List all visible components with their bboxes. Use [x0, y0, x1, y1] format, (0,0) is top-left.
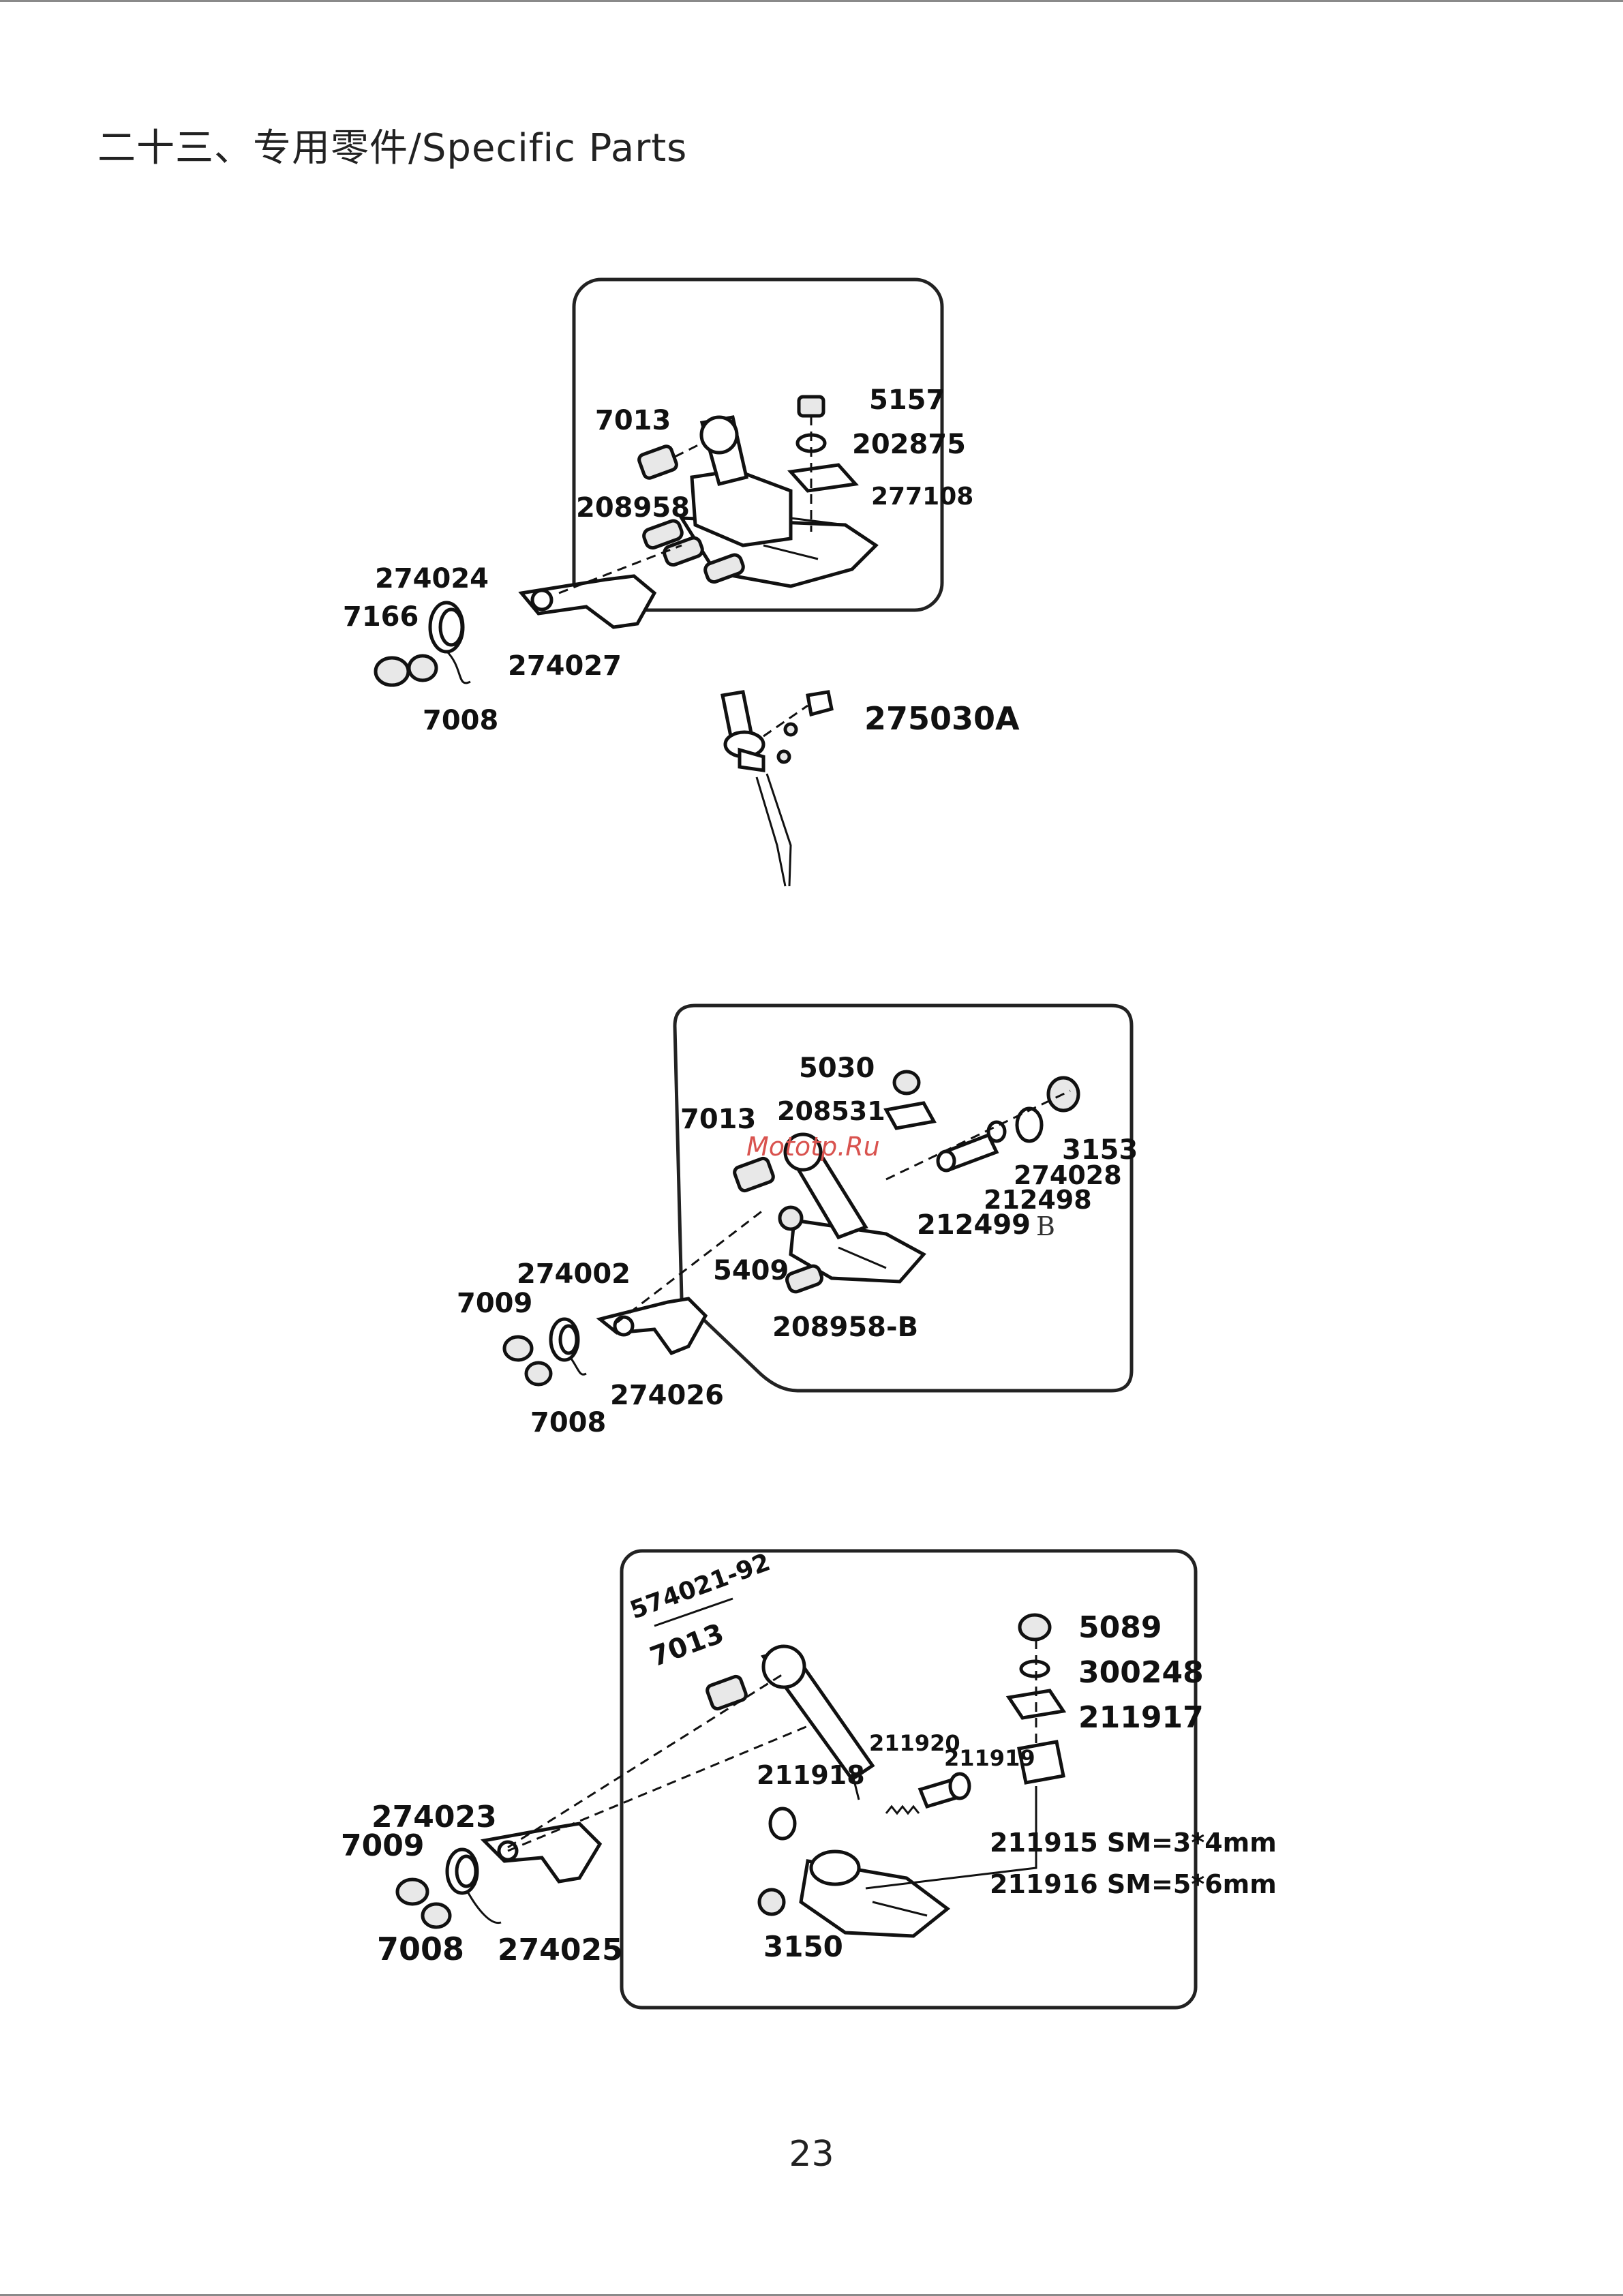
label-7008-a: 7008 [423, 705, 498, 736]
spring-274002 [551, 1319, 586, 1374]
label-7013-c: 7013 [646, 1618, 728, 1673]
nut-3150 [759, 1890, 784, 1914]
label-208958-B: 208958-B [772, 1312, 918, 1343]
screw-7013-a [637, 443, 702, 479]
diagram-3: 574021-92 7013 5089 300248 211917 211920… [341, 1548, 1277, 2008]
label-5089: 5089 [1078, 1610, 1162, 1645]
label-274026: 274026 [610, 1380, 724, 1411]
diagram-2: 5030 208531 7013 3153 274028 212498 2124… [457, 1006, 1138, 1438]
label-277108: 277108 [871, 483, 973, 511]
label-208531: 208531 [777, 1096, 885, 1126]
label-7009-c: 7009 [341, 1828, 424, 1863]
screw-7009-b [504, 1337, 551, 1385]
label-212499: 212499 [917, 1209, 1031, 1241]
label-211915: 211915 SM=3*4mm [990, 1828, 1277, 1858]
page-number: 23 [0, 2134, 1623, 2175]
label-208958: 208958 [576, 492, 690, 524]
label-202875: 202875 [852, 429, 966, 460]
nut-5409 [780, 1207, 802, 1229]
label-7009-b: 7009 [457, 1288, 532, 1319]
presser-foot-3 [801, 1852, 947, 1936]
label-274002: 274002 [517, 1258, 631, 1290]
screw-5030 [886, 1072, 934, 1128]
presser-foot-1 [682, 417, 876, 586]
label-212499-suffix: B [1036, 1211, 1055, 1241]
label-7166: 7166 [343, 601, 419, 633]
pin-211919 [920, 1774, 969, 1807]
spring-211918 [770, 1809, 795, 1839]
label-211916: 211916 SM=5*6mm [990, 1869, 1277, 1899]
pin-208958-B [785, 1264, 824, 1293]
label-275030A: 275030A [864, 700, 1020, 737]
screw-7013-b [733, 1157, 774, 1192]
lever-274027 [521, 545, 682, 627]
screw-7013-c [706, 1675, 747, 1710]
label-211918: 211918 [757, 1760, 865, 1790]
label-5409: 5409 [713, 1255, 789, 1286]
label-7013-b: 7013 [680, 1104, 756, 1135]
label-7013-a: 7013 [595, 405, 671, 436]
watermark: Mototp.Ru [746, 1132, 880, 1162]
screw-5157 [791, 397, 855, 532]
spring-211920 [886, 1807, 919, 1813]
label-7008-c: 7008 [377, 1931, 464, 1967]
screw-7009-c [397, 1879, 450, 1927]
label-300248: 300248 [1078, 1655, 1204, 1690]
spring-274023 [447, 1849, 501, 1923]
label-274025: 274025 [498, 1933, 623, 1967]
label-274024: 274024 [375, 563, 489, 594]
label-5030: 5030 [799, 1053, 875, 1084]
label-7008-b: 7008 [530, 1407, 606, 1438]
label-274027: 274027 [508, 650, 622, 682]
needle-clamp-275030A [723, 692, 832, 886]
diagram-1: 7013 5157 202875 277108 208958 274024 71… [343, 280, 1020, 886]
label-5157: 5157 [869, 384, 945, 416]
label-211919: 211919 [944, 1745, 1035, 1771]
label-211917: 211917 [1078, 1700, 1204, 1735]
screw-7166 [376, 656, 436, 685]
label-3150: 3150 [763, 1930, 843, 1963]
label-574021-92: 574021-92 [626, 1548, 774, 1625]
